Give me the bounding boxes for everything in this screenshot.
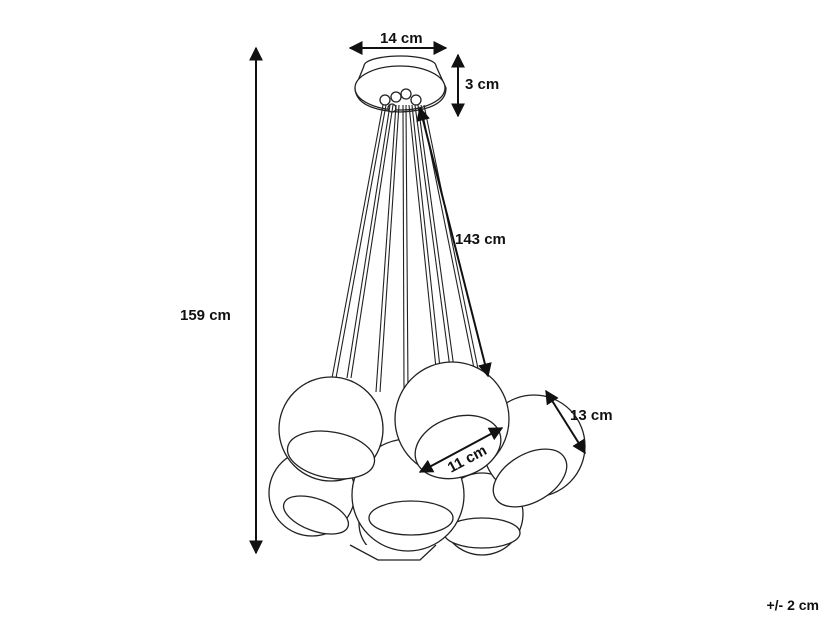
shade-depth-label: 13 cm [570,407,613,424]
shade-depth-arrow [545,389,586,455]
tolerance-note: +/- 2 cm [766,597,819,613]
cable-length-label: 143 cm [455,231,506,248]
dimension-lines [249,41,586,555]
ceiling-canopy [354,55,447,113]
cable-length-arrow [416,106,492,378]
canopy-height-label: 3 cm [465,76,499,93]
shade-opening-arrow [418,427,504,473]
glass-shades [268,361,586,561]
suspension-cables [331,104,485,399]
total-height-label: 159 cm [180,307,231,324]
canopy-width-label: 14 cm [380,30,423,47]
